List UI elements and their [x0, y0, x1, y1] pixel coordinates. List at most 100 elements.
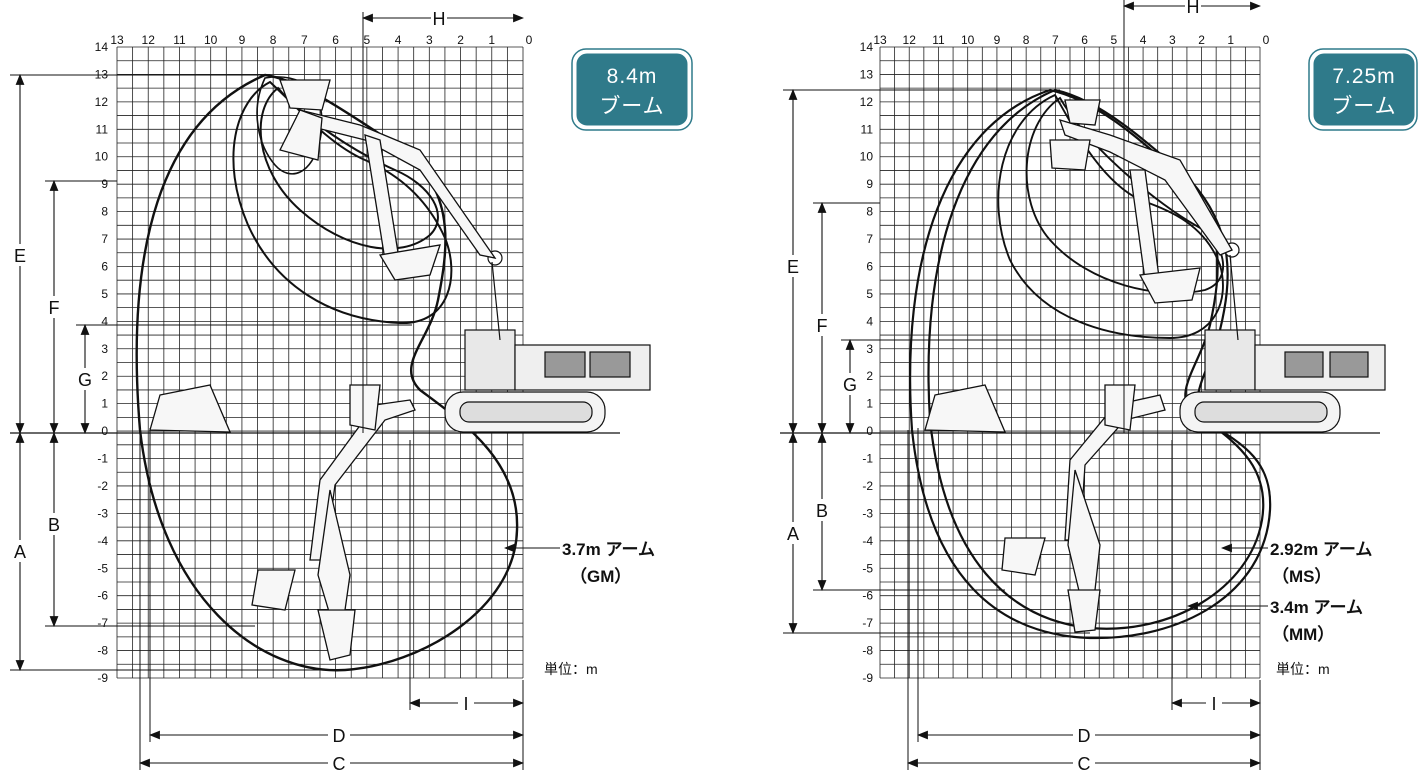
x-tick-label: 9	[994, 33, 1001, 47]
y-tick-label: 3	[101, 342, 108, 356]
y-tick-label: 10	[95, 150, 109, 164]
y-tick-label: -3	[862, 506, 873, 520]
arm-label-left: 3.7m アーム	[562, 540, 655, 559]
dim-label-h-left: H	[433, 9, 446, 29]
y-tick-label: -2	[862, 479, 873, 493]
x-tick-label: 11	[932, 33, 945, 47]
dim-label-f-left: F	[49, 298, 60, 318]
y-tick-label: 11	[96, 122, 109, 136]
excavator-right	[1179, 242, 1386, 433]
dim-label-g-left: G	[78, 370, 92, 390]
dim-label-e-right: E	[787, 257, 799, 277]
y-tick-label: 5	[866, 287, 873, 301]
dim-label-c-left: C	[333, 754, 346, 774]
x-tick-label: 7	[301, 33, 308, 47]
boom-badge-line1-right: 7.25m	[1332, 65, 1395, 88]
y-tick-label: -1	[862, 452, 873, 466]
x-tick-label: 7	[1052, 33, 1059, 47]
unit-label-right: 単位：m	[1276, 661, 1330, 677]
y-tick-label: 7	[866, 232, 873, 246]
x-tick-label: 0	[1263, 33, 1270, 47]
arm-code-ms-right: （MS）	[1272, 566, 1332, 586]
y-tick-label: -8	[97, 644, 108, 658]
x-tick-label: 13	[110, 33, 124, 47]
y-tick-label: 7	[101, 232, 108, 246]
y-tick-label: 1	[101, 397, 108, 411]
y-tick-label: -4	[862, 534, 873, 548]
y-tick-label: -6	[97, 589, 108, 603]
x-tick-label: 11	[173, 33, 186, 47]
dim-label-i-left: I	[463, 694, 468, 714]
y-tick-label: 6	[101, 259, 108, 273]
envelope-ms-right	[927, 88, 1265, 630]
y-tick-label: -9	[97, 671, 108, 685]
y-tick-label: 8	[101, 205, 108, 219]
y-tick-label: 4	[866, 314, 873, 328]
y-tick-label: 9	[101, 177, 108, 191]
y-tick-label: 13	[860, 67, 874, 81]
x-tick-label: 3	[426, 33, 433, 47]
dim-label-a-right: A	[787, 524, 799, 544]
envelope-inner-left	[259, 86, 439, 250]
dim-label-e-left: E	[14, 246, 26, 266]
x-tick-label: 5	[364, 33, 371, 47]
y-tick-label: 9	[866, 177, 873, 191]
x-tick-label: 6	[332, 33, 339, 47]
arm-label-mm-right: 3.4m アーム	[1270, 598, 1363, 617]
y-tick-label: 2	[866, 369, 873, 383]
x-tick-label: 9	[239, 33, 246, 47]
y-tick-label: 2	[101, 369, 108, 383]
x-tick-label: 0	[526, 33, 533, 47]
x-tick-label: 4	[395, 33, 402, 47]
y-tick-label: 10	[860, 150, 874, 164]
y-tick-label: 14	[860, 40, 874, 54]
arm-label-ms-right: 2.92m アーム	[1270, 540, 1372, 559]
x-tick-label: 8	[1023, 33, 1030, 47]
envelope-mid-left	[232, 80, 453, 325]
y-tick-label: -7	[97, 616, 108, 630]
x-tick-label: 1	[488, 33, 495, 47]
y-tick-label: 0	[101, 424, 108, 438]
x-tick-label: 4	[1140, 33, 1147, 47]
boom-badge-line2-left: ブーム	[599, 95, 664, 118]
y-tick-label: -4	[97, 534, 108, 548]
boom-badge-left	[573, 50, 691, 129]
y-tick-label: 8	[866, 205, 873, 219]
x-tick-label: 5	[1111, 33, 1118, 47]
y-tick-label: -2	[97, 479, 108, 493]
y-tick-label: -7	[862, 616, 873, 630]
x-tick-label: 3	[1169, 33, 1176, 47]
dim-label-d-left: D	[333, 726, 346, 746]
boom-arm-positions-left	[149, 79, 497, 661]
dim-label-b-left: B	[48, 515, 60, 535]
envelope-mid-right	[997, 93, 1224, 339]
x-tick-label: 10	[204, 33, 218, 47]
y-tick-label: 6	[866, 259, 873, 273]
y-tick-label: -8	[862, 644, 873, 658]
dim-label-b-right: B	[816, 501, 828, 521]
y-tick-label: 12	[95, 95, 109, 109]
x-tick-label: 13	[873, 33, 887, 47]
dim-label-h-right: H	[1187, 0, 1200, 17]
dim-label-d-right: D	[1078, 726, 1091, 746]
boom-badge-right	[1310, 50, 1418, 129]
y-tick-label: 5	[101, 287, 108, 301]
y-tick-label: 1	[866, 397, 873, 411]
arm-code-left: （GM）	[570, 566, 631, 586]
y-tick-label: -6	[862, 589, 873, 603]
dim-label-a-left: A	[14, 542, 26, 562]
envelope-inner-right	[1025, 96, 1224, 294]
x-tick-label: 8	[270, 33, 277, 47]
x-tick-label: 1	[1227, 33, 1234, 47]
x-tick-label: 2	[1198, 33, 1205, 47]
dim-label-f-right: F	[817, 316, 828, 336]
boom-badge-line1-left: 8.4m	[607, 65, 658, 88]
